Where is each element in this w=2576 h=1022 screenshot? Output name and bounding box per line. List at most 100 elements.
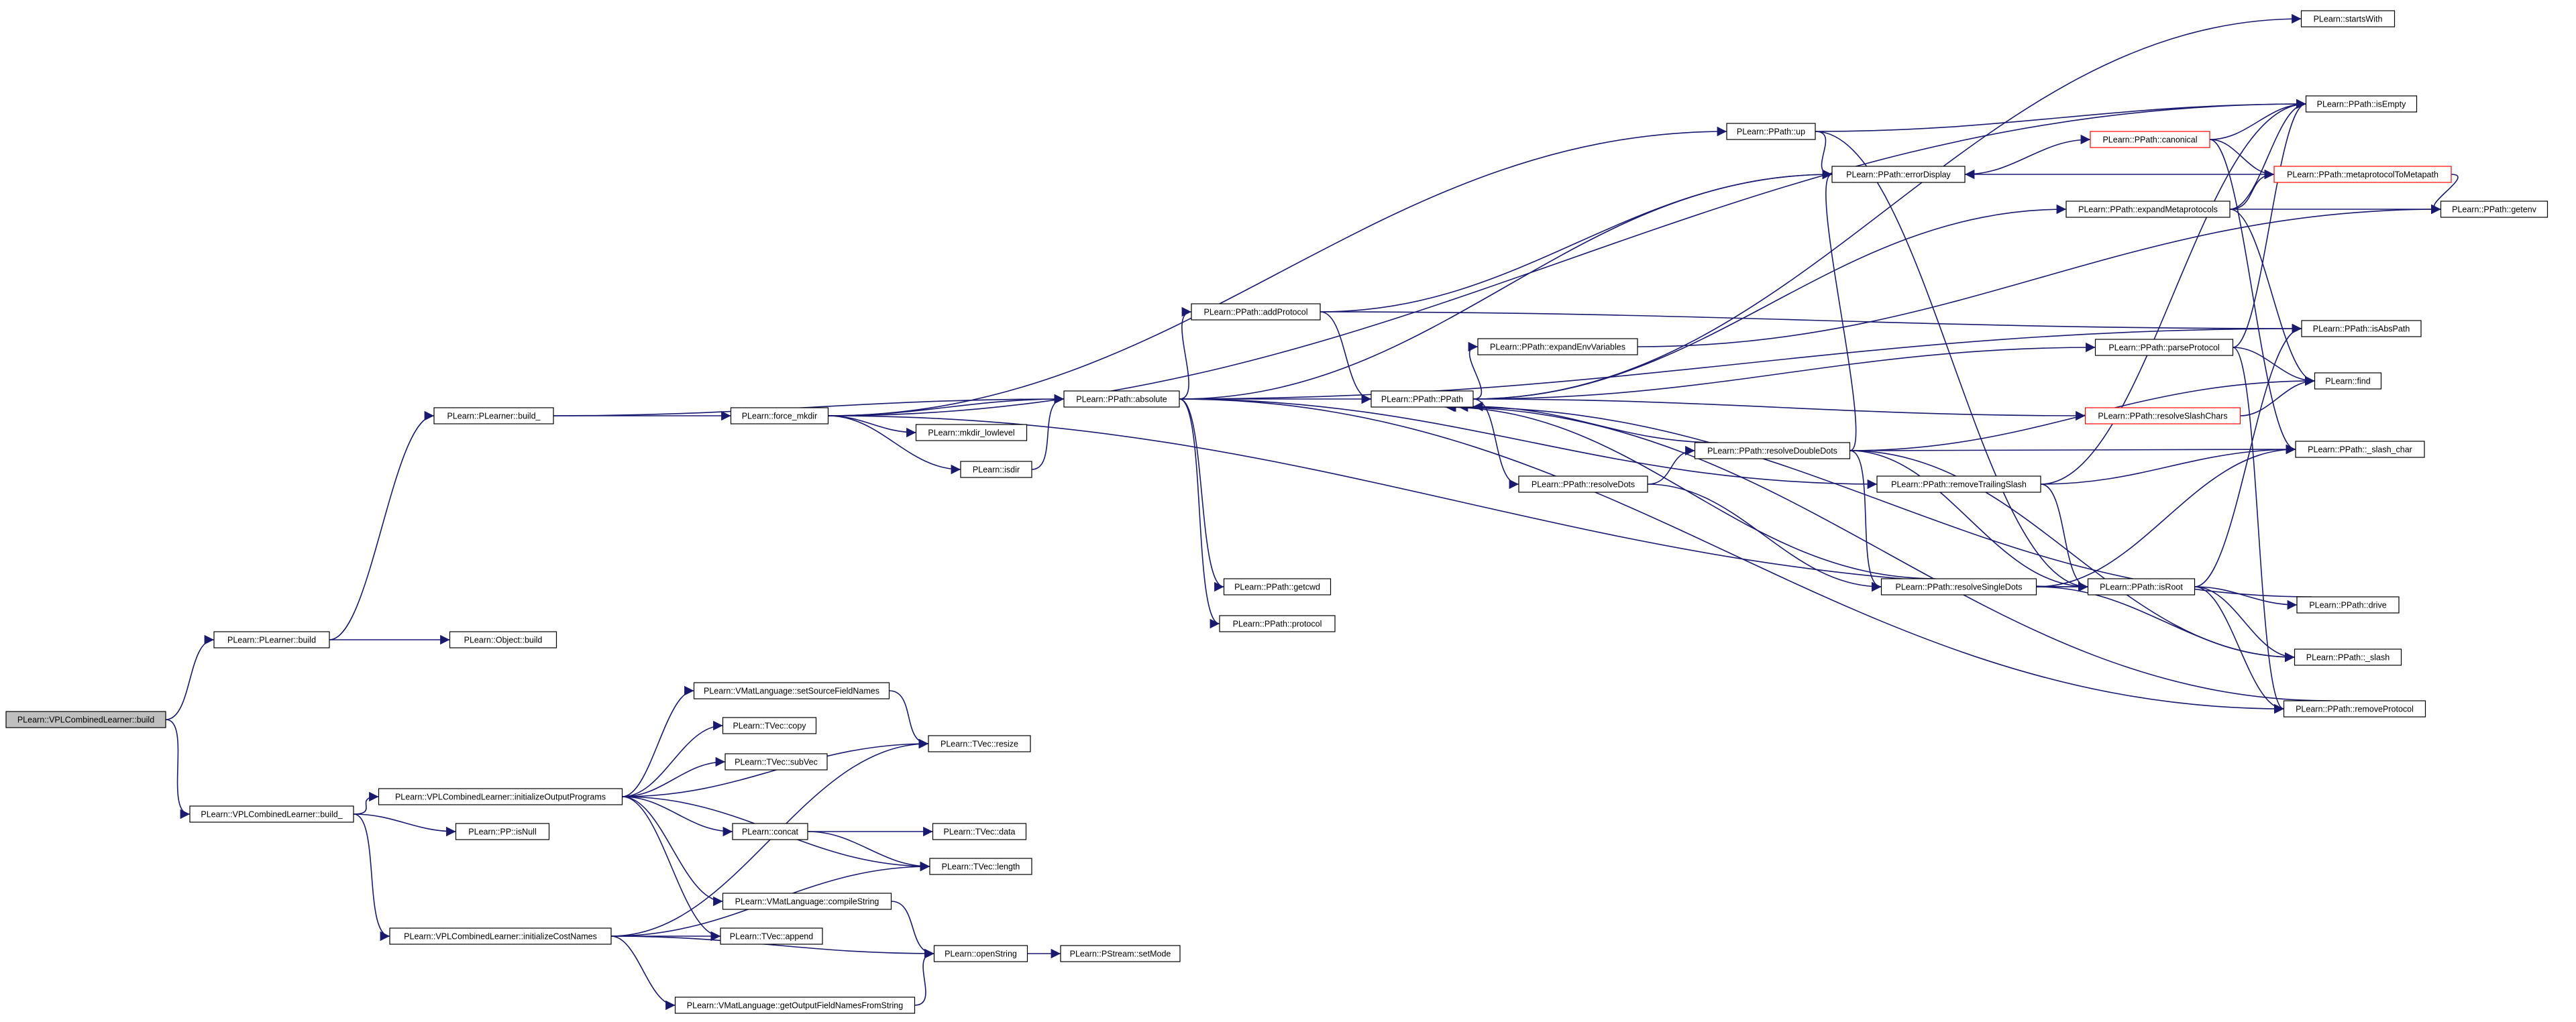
- node-box[interactable]: [1060, 945, 1181, 962]
- node-box[interactable]: [1191, 303, 1321, 321]
- node-box[interactable]: [2440, 201, 2548, 218]
- graph-node-initcostnames[interactable]: PLearn::VPLCombinedLearner::initializeCo…: [389, 927, 612, 945]
- graph-node-setsourcefieldnames[interactable]: PLearn::VMatLanguage::setSourceFieldName…: [693, 682, 890, 699]
- node-box[interactable]: [2296, 596, 2400, 614]
- node-box[interactable]: [2273, 166, 2452, 183]
- graph-node-getcwd[interactable]: PLearn::PPath::getcwd: [1223, 578, 1332, 595]
- node-box[interactable]: [2295, 441, 2425, 458]
- graph-node-absolute[interactable]: PLearn::PPath::absolute: [1063, 390, 1180, 408]
- graph-node-expandmetaprotocols[interactable]: PLearn::PPath::expandMetaprotocols: [2065, 201, 2231, 218]
- node-box[interactable]: [433, 407, 554, 424]
- node-box[interactable]: [189, 805, 354, 823]
- graph-node-tvec-append[interactable]: PLearn::TVec::append: [720, 927, 823, 945]
- graph-node-concat[interactable]: PLearn::concat: [732, 823, 808, 840]
- node-box[interactable]: [1477, 338, 1638, 355]
- node-box[interactable]: [1726, 123, 1816, 140]
- node-box[interactable]: [724, 753, 828, 771]
- graph-node-getoutputfieldnames[interactable]: PLearn::VMatLanguage::getOutputFieldName…: [674, 997, 916, 1014]
- graph-node-root[interactable]: PLearn::VPLCombinedLearner::build: [5, 711, 166, 728]
- graph-node-isdir[interactable]: PLearn::isdir: [960, 461, 1032, 478]
- graph-node-resolvedots[interactable]: PLearn::PPath::resolveDots: [1518, 475, 1648, 493]
- node-box[interactable]: [2300, 10, 2396, 27]
- node-box[interactable]: [2065, 201, 2231, 218]
- graph-node-tvec-data[interactable]: PLearn::TVec::data: [932, 823, 1027, 840]
- graph-node-find[interactable]: PLearn::find: [2314, 372, 2382, 390]
- node-box[interactable]: [2305, 95, 2418, 113]
- node-box[interactable]: [455, 823, 550, 840]
- graph-node-ppath[interactable]: PLearn::PPath::PPath: [1371, 390, 1474, 408]
- node-box[interactable]: [1876, 475, 2041, 493]
- node-box[interactable]: [2301, 320, 2422, 337]
- graph-node-protocol[interactable]: PLearn::PPath::protocol: [1219, 615, 1336, 632]
- node-box[interactable]: [213, 631, 330, 648]
- graph-node-addprotocol[interactable]: PLearn::PPath::addProtocol: [1191, 303, 1321, 321]
- node-box[interactable]: [722, 717, 817, 734]
- graph-node-tvec-copy[interactable]: PLearn::TVec::copy: [722, 717, 817, 734]
- graph-node-initoutputprograms[interactable]: PLearn::VPLCombinedLearner::initializeOu…: [378, 788, 623, 805]
- graph-node-resolvesingledots[interactable]: PLearn::PPath::resolveSingleDots: [1880, 578, 2037, 595]
- graph-node-openstring[interactable]: PLearn::openString: [933, 945, 1028, 962]
- node-box[interactable]: [915, 424, 1028, 441]
- graph-node-errordisplay[interactable]: PLearn::PPath::errorDisplay: [1831, 166, 1966, 183]
- node-box[interactable]: [1223, 578, 1332, 595]
- node-box[interactable]: [2283, 700, 2426, 718]
- graph-node-tvec-resize[interactable]: PLearn::TVec::resize: [928, 735, 1031, 752]
- node-box[interactable]: [929, 858, 1032, 875]
- graph-node-isnull[interactable]: PLearn::PP::isNull: [455, 823, 550, 840]
- graph-node-mkdir-lowlevel[interactable]: PLearn::mkdir_lowlevel: [915, 424, 1028, 441]
- node-box[interactable]: [2084, 407, 2241, 424]
- graph-node-tvec-subvec[interactable]: PLearn::TVec::subVec: [724, 753, 828, 771]
- graph-node-tvec-length[interactable]: PLearn::TVec::length: [929, 858, 1032, 875]
- node-box[interactable]: [933, 945, 1028, 962]
- graph-node-compilestring[interactable]: PLearn::VMatLanguage::compileString: [722, 893, 892, 910]
- node-box[interactable]: [449, 631, 557, 648]
- graph-node-resolveslashchars[interactable]: PLearn::PPath::resolveSlashChars: [2084, 407, 2241, 424]
- graph-node-pl-build[interactable]: PLearn::PLearner::build: [213, 631, 330, 648]
- node-box[interactable]: [389, 927, 612, 945]
- node-box[interactable]: [693, 682, 890, 699]
- node-box[interactable]: [928, 735, 1031, 752]
- node-box[interactable]: [674, 997, 916, 1014]
- node-box[interactable]: [2314, 372, 2382, 390]
- node-box[interactable]: [2087, 578, 2196, 595]
- node-box[interactable]: [1063, 390, 1180, 408]
- node-box[interactable]: [1371, 390, 1474, 408]
- node-box[interactable]: [960, 461, 1032, 478]
- graph-node-force-mkdir[interactable]: PLearn::force_mkdir: [730, 407, 829, 424]
- graph-node-pl-build-[interactable]: PLearn::PLearner::build_: [433, 407, 554, 424]
- node-box[interactable]: [2090, 131, 2210, 148]
- graph-node-drive[interactable]: PLearn::PPath::drive: [2296, 596, 2400, 614]
- node-box[interactable]: [722, 893, 892, 910]
- node-box[interactable]: [730, 407, 829, 424]
- graph-node-obj-build[interactable]: PLearn::Object::build: [449, 631, 557, 648]
- graph-node-isempty[interactable]: PLearn::PPath::isEmpty: [2305, 95, 2418, 113]
- graph-node-resolvedoubledots[interactable]: PLearn::PPath::resolveDoubleDots: [1694, 442, 1851, 459]
- node-box[interactable]: [1694, 442, 1851, 459]
- graph-node-slash-char[interactable]: PLearn::PPath::_slash_char: [2295, 441, 2425, 458]
- node-box[interactable]: [732, 823, 808, 840]
- graph-node-canonical[interactable]: PLearn::PPath::canonical: [2090, 131, 2210, 148]
- node-box[interactable]: [1518, 475, 1648, 493]
- graph-node-isabspath[interactable]: PLearn::PPath::isAbsPath: [2301, 320, 2422, 337]
- graph-node-removeprotocol[interactable]: PLearn::PPath::removeProtocol: [2283, 700, 2426, 718]
- graph-node-parseprotocol[interactable]: PLearn::PPath::parseProtocol: [2094, 339, 2234, 356]
- graph-node-up[interactable]: PLearn::PPath::up: [1726, 123, 1816, 140]
- graph-node-slash[interactable]: PLearn::PPath::_slash: [2294, 648, 2402, 666]
- node-box[interactable]: [5, 711, 166, 728]
- graph-node-isroot[interactable]: PLearn::PPath::isRoot: [2087, 578, 2196, 595]
- node-box[interactable]: [378, 788, 623, 805]
- node-box[interactable]: [1880, 578, 2037, 595]
- graph-node-removetrailingslash[interactable]: PLearn::PPath::removeTrailingSlash: [1876, 475, 2041, 493]
- node-box[interactable]: [720, 927, 823, 945]
- node-box[interactable]: [2294, 648, 2402, 666]
- graph-node-metaprotocoltometapath[interactable]: PLearn::PPath::metaprotocolToMetapath: [2273, 166, 2452, 183]
- node-box[interactable]: [2094, 339, 2234, 356]
- graph-node-startswith[interactable]: PLearn::startsWith: [2300, 10, 2396, 27]
- graph-node-getenv[interactable]: PLearn::PPath::getenv: [2440, 201, 2548, 218]
- node-box[interactable]: [1219, 615, 1336, 632]
- graph-node-setmode[interactable]: PLearn::PStream::setMode: [1060, 945, 1181, 962]
- graph-node-expandenvvariables[interactable]: PLearn::PPath::expandEnvVariables: [1477, 338, 1638, 355]
- graph-node-vpl-build-[interactable]: PLearn::VPLCombinedLearner::build_: [189, 805, 354, 823]
- node-box[interactable]: [932, 823, 1027, 840]
- node-box[interactable]: [1831, 166, 1966, 183]
